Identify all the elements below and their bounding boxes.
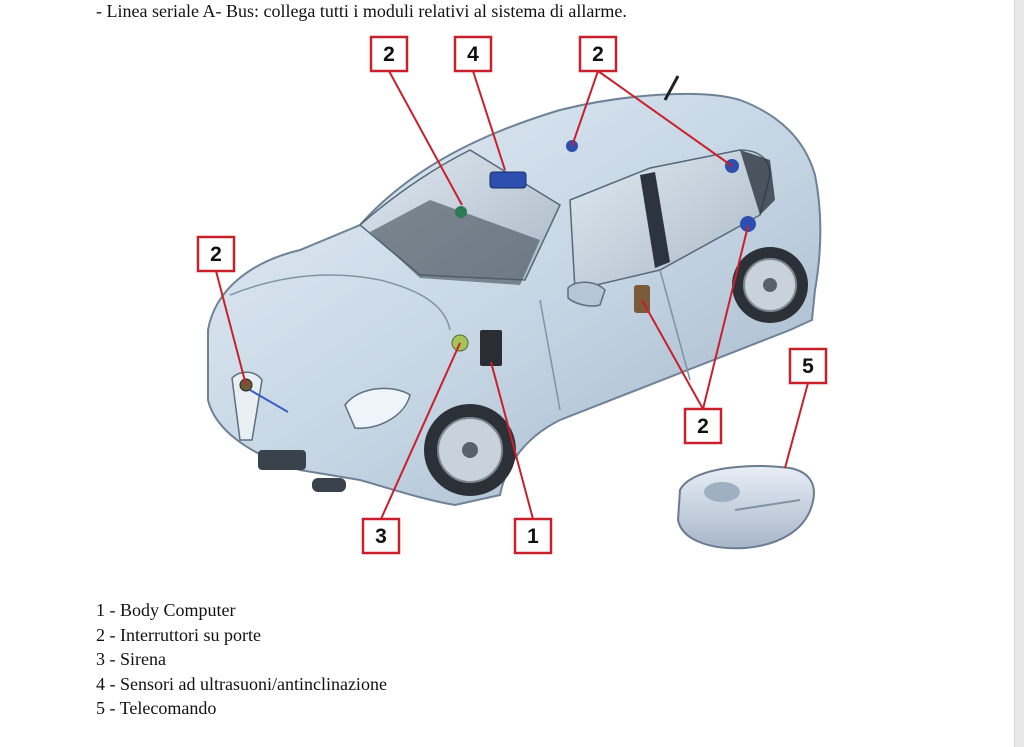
headlight	[344, 387, 411, 429]
car-illustration	[207, 75, 822, 507]
callout-4: 2	[196, 235, 247, 386]
legend-item-siren: 3 - Sirena	[96, 649, 166, 669]
callout-box	[369, 35, 409, 73]
callout-leader-line	[472, 70, 506, 171]
rear-door-switch	[740, 216, 756, 232]
callout-box	[513, 517, 553, 555]
callout-box	[453, 35, 493, 73]
side-mirror	[567, 281, 606, 307]
callout-label: 2	[592, 43, 604, 66]
front-grille	[231, 371, 263, 441]
callout-leader-line	[388, 70, 463, 206]
callout-leader-line	[215, 270, 247, 386]
callout-8: 1	[490, 361, 553, 555]
callout-2: 4	[453, 35, 506, 171]
callout-box	[361, 517, 401, 555]
callout-label: 2	[697, 415, 709, 438]
callouts: 2 4 2 2 5 2 3 1	[196, 35, 828, 555]
rear-wheel	[732, 247, 808, 323]
legend: 1 - Body Computer 2 - Interruttori su po…	[96, 598, 387, 721]
callout-box	[683, 407, 723, 445]
hood-line	[229, 274, 451, 331]
legend-item-remote: 5 - Telecomando	[96, 698, 217, 718]
ultrasonic-sensor-module	[489, 171, 527, 189]
callout-leader-line	[490, 361, 534, 520]
b-pillar	[640, 172, 670, 268]
scrollbar[interactable]	[1014, 0, 1024, 747]
callout-6: 2	[641, 225, 749, 445]
callout-label: 4	[467, 43, 479, 66]
callout-1: 2	[369, 35, 463, 206]
door-lines	[539, 269, 691, 411]
hood-cable	[249, 389, 289, 413]
front-wheel	[424, 404, 516, 496]
interior	[370, 200, 540, 285]
callout-label: 2	[210, 243, 222, 266]
intro-text: - Linea seriale A- Bus: collega tutti i …	[96, 1, 627, 21]
body-computer	[480, 330, 502, 366]
callout-leader-line	[571, 70, 599, 147]
legend-item-sensors: 4 - Sensori ad ultrasuoni/antinclinazion…	[96, 673, 387, 694]
callout-box	[578, 35, 618, 73]
callout-leader-line	[784, 382, 809, 469]
callout-leader-line	[380, 342, 461, 520]
callout-7: 3	[361, 342, 461, 555]
rear-window-frame	[740, 150, 775, 215]
callout-5: 5	[784, 347, 828, 469]
callout-leader-line	[702, 225, 749, 410]
callout-label: 1	[527, 525, 539, 548]
legend-item-body-computer: 1 - Body Computer	[96, 600, 236, 620]
callout-box	[788, 347, 828, 385]
callout-leader-line	[597, 70, 733, 167]
callout-leader-line	[641, 299, 704, 410]
antenna	[663, 75, 680, 101]
callout-label: 5	[802, 355, 814, 378]
interior-switch-left	[455, 206, 467, 218]
remote-key	[676, 465, 815, 550]
callout-box	[196, 235, 236, 273]
callout-3: 2	[571, 35, 733, 167]
fog-light	[312, 478, 346, 492]
callout-label: 3	[375, 525, 387, 548]
lower-grille	[258, 450, 306, 470]
legend-item-door-switches: 2 - Interruttori su porte	[96, 624, 261, 645]
callout-label: 2	[383, 43, 395, 66]
